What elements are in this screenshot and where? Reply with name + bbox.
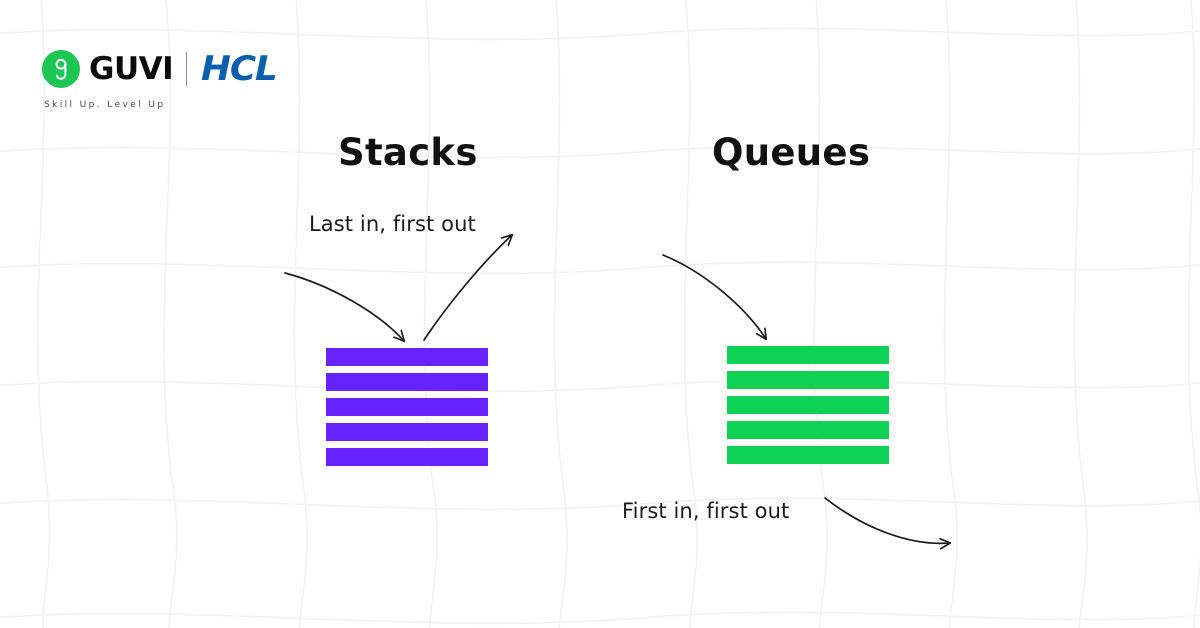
brand-tagline: Skill Up. Level Up [44, 100, 166, 110]
guvi-logo-icon [42, 50, 80, 88]
queue-bar [727, 446, 889, 464]
stack-bar [326, 373, 488, 391]
stack-bar [326, 423, 488, 441]
guvi-wordmark: GUVI [89, 50, 174, 87]
queue-bar [727, 396, 889, 414]
queue-bar [727, 371, 889, 389]
logo-row: GUVI HCL [42, 47, 462, 91]
logo-divider [186, 52, 188, 86]
stack-arrow-left [284, 272, 404, 341]
stack-arrow-right [423, 235, 512, 341]
annotation-first-in-first-out: First in, first out [622, 499, 790, 523]
queue-bar-group [727, 346, 889, 471]
annotation-last-in-first-out: Last in, first out [309, 212, 476, 236]
brand-logo: GUVI HCL Skill Up. Level Up [42, 47, 462, 110]
stack-bar [326, 348, 488, 366]
stack-bar [326, 448, 488, 466]
heading-queues: Queues [712, 131, 871, 174]
stack-bar [326, 398, 488, 416]
heading-stacks: Stacks [338, 131, 478, 174]
hcl-wordmark: HCL [201, 49, 278, 89]
queue-arrow-out [824, 497, 950, 543]
queue-bar [727, 346, 889, 364]
stack-bar-group [326, 348, 488, 473]
queue-bar [727, 421, 889, 439]
queue-arrow-in [662, 254, 766, 339]
